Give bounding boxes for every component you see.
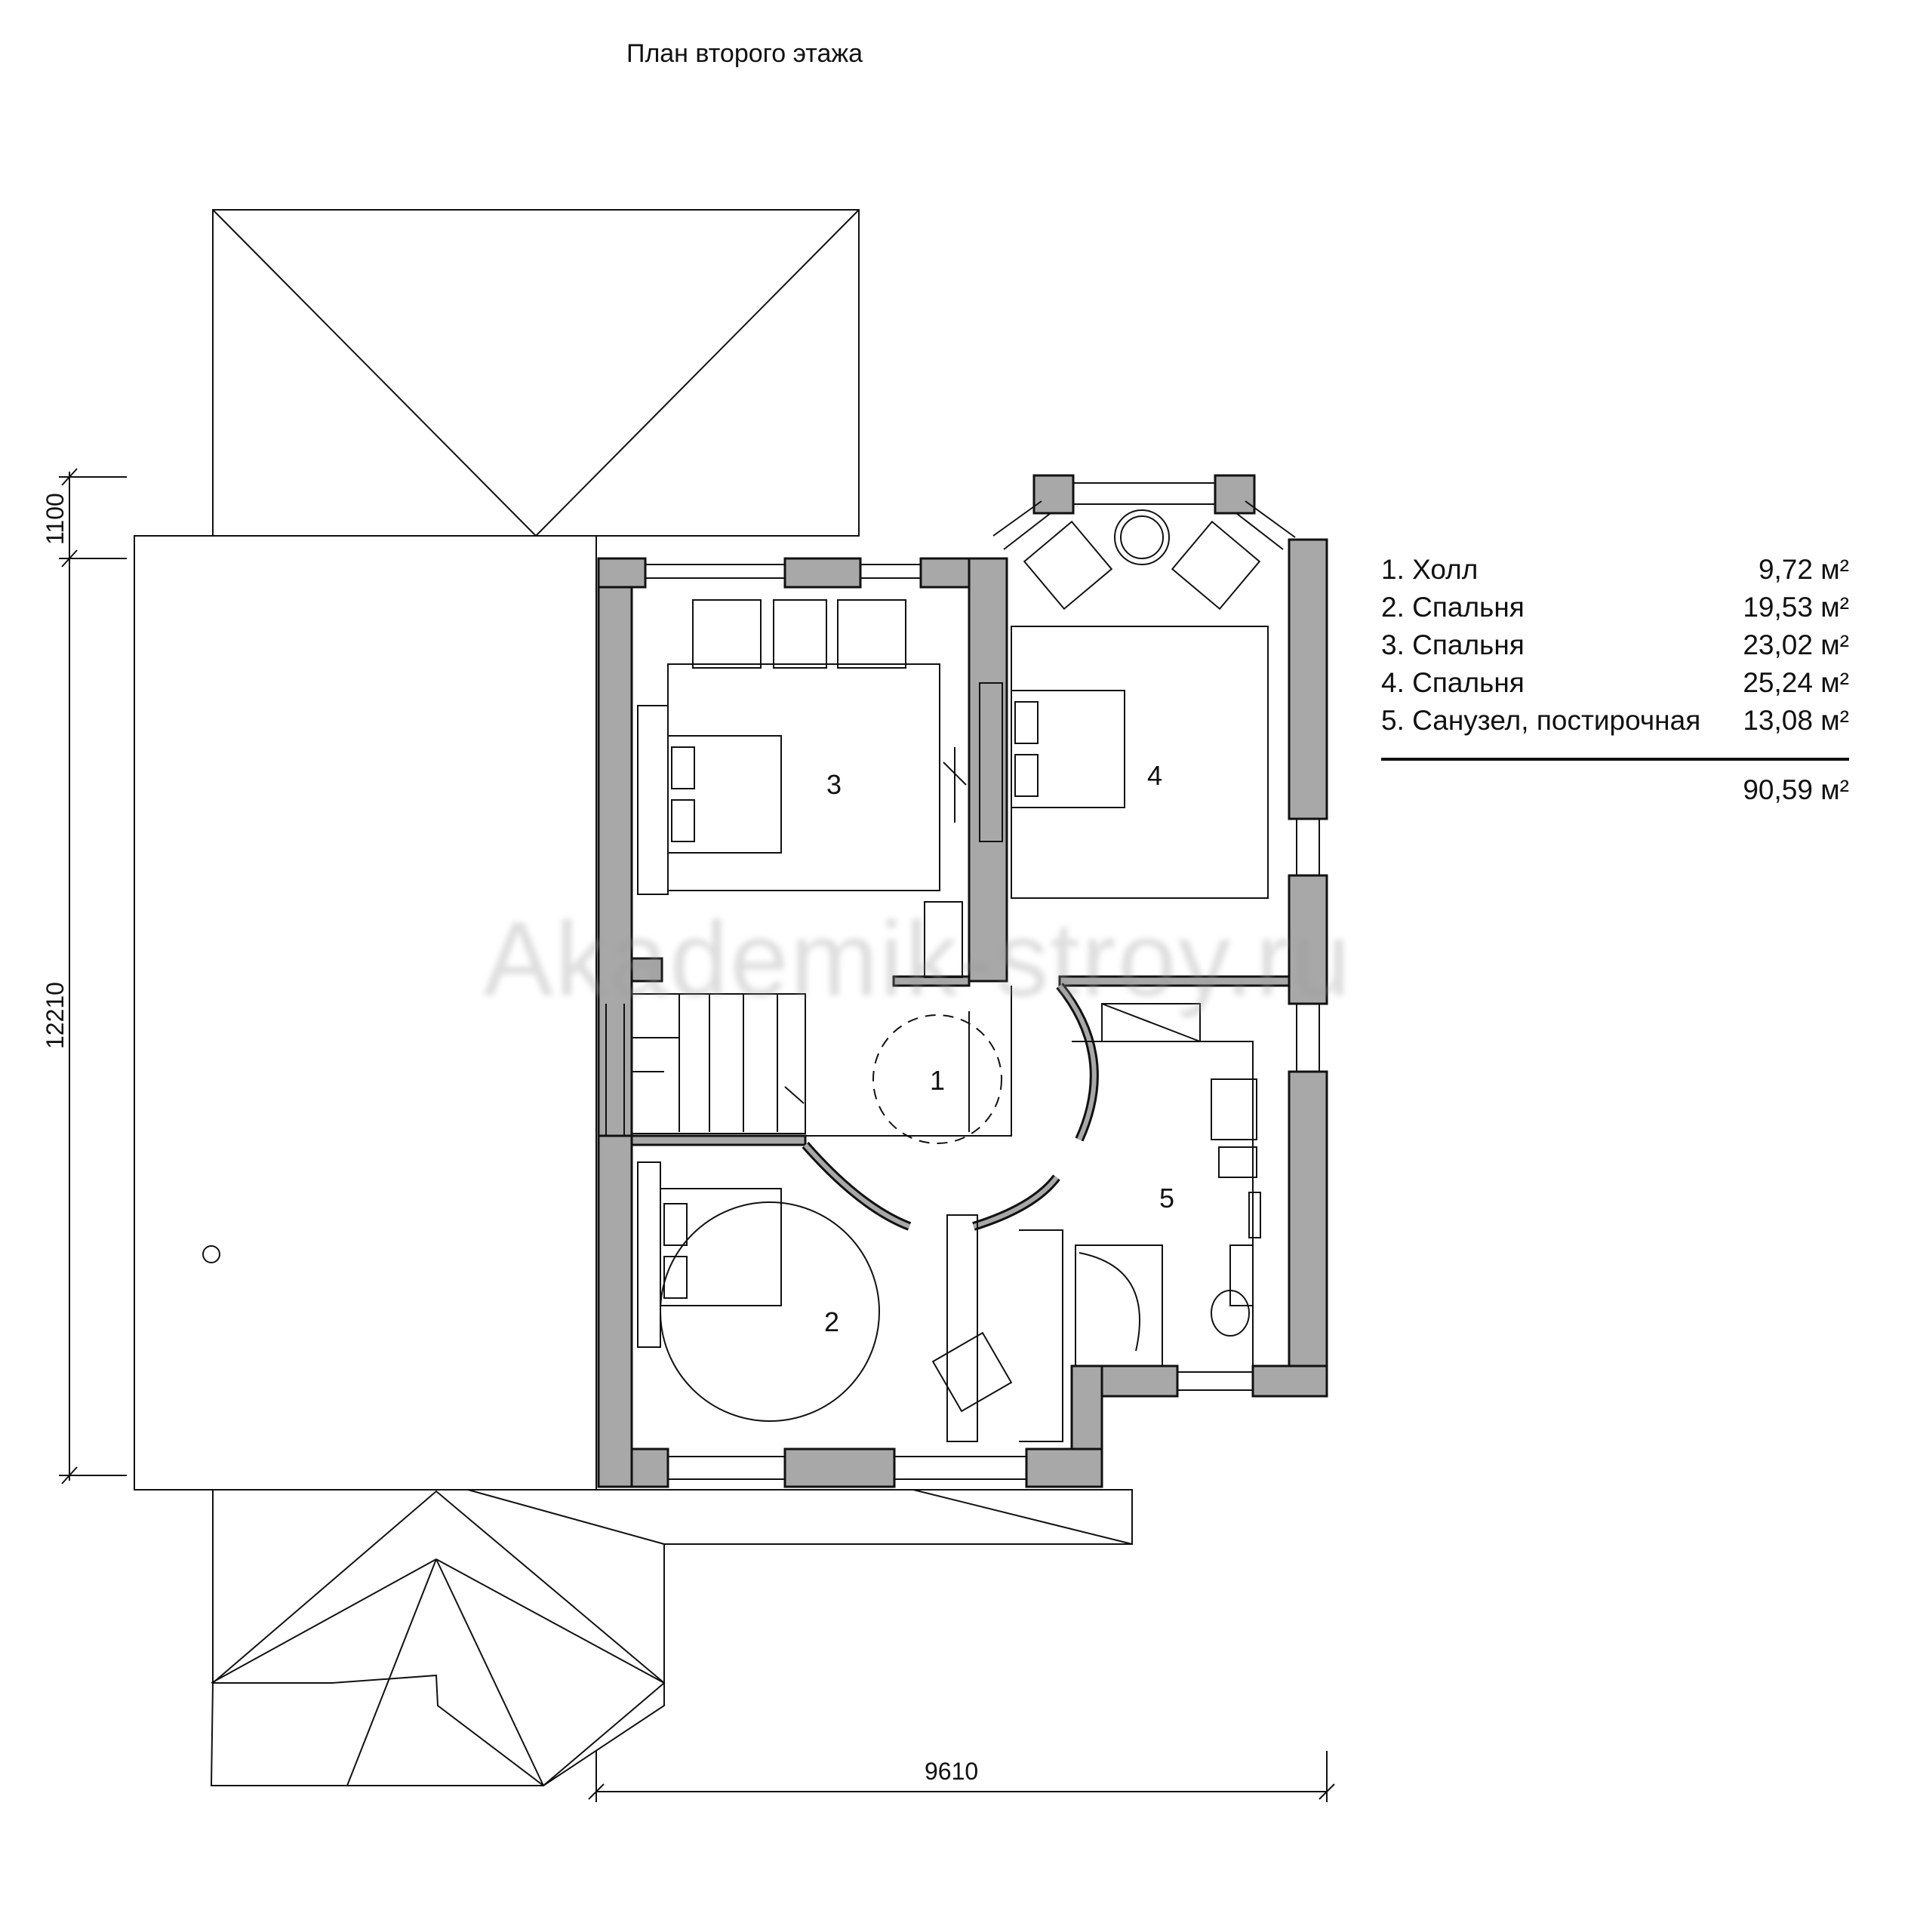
watermark: Akademik-stroy.ru: [483, 900, 1352, 1018]
windows: [605, 482, 1320, 1480]
legend-total: 90,59 м²: [1743, 774, 1849, 805]
dim-height: 12210: [42, 982, 69, 1049]
dimension-lines: [59, 468, 1335, 1802]
dim-offset: 1100: [42, 493, 69, 545]
dim-width: 9610: [925, 1758, 978, 1785]
furniture: [637, 509, 1269, 1442]
room-number: 1: [930, 1065, 945, 1096]
interior: [802, 983, 1254, 1442]
legend-divider: [1381, 758, 1849, 761]
hall-circle: [872, 1014, 1002, 1144]
room-number: 4: [1147, 760, 1162, 791]
roof-north: [212, 209, 860, 537]
roof-south: [210, 1489, 1133, 1787]
plan-title: План второго этажа: [626, 39, 863, 68]
roof-west: [134, 535, 597, 1491]
room-number: 2: [824, 1306, 839, 1337]
room-number: 5: [1159, 1183, 1174, 1214]
walls: [597, 474, 1328, 1488]
room-number: 3: [826, 769, 842, 800]
stair: [631, 993, 806, 1134]
